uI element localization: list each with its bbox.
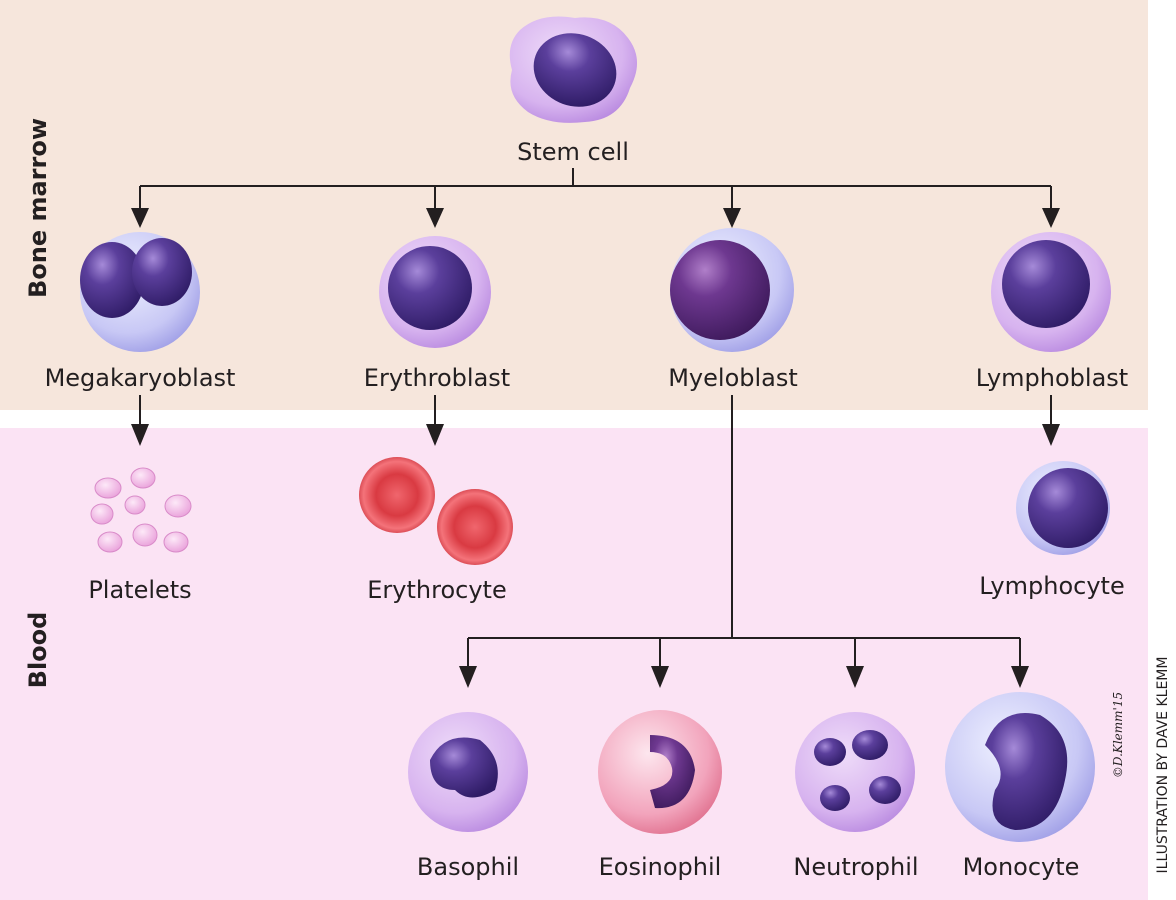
myeloblast-label: Myeloblast <box>668 364 798 392</box>
basophil-illustration <box>408 712 528 832</box>
eosinophil-illustration <box>598 710 722 834</box>
megakaryoblast-illustration <box>80 232 200 352</box>
monocyte-label: Monocyte <box>963 853 1080 881</box>
monocyte-illustration <box>945 692 1095 842</box>
lymphoblast-illustration <box>991 232 1111 352</box>
lymphocyte-label: Lymphocyte <box>979 572 1124 600</box>
eosinophil-label: Eosinophil <box>599 853 722 881</box>
erythroblast-label: Erythroblast <box>364 364 510 392</box>
lymphocyte-illustration <box>1016 461 1110 555</box>
erythrocyte-label: Erythrocyte <box>367 576 506 604</box>
platelets-label: Platelets <box>88 576 191 604</box>
platelets-illustration <box>90 467 192 553</box>
lymphoblast-label: Lymphoblast <box>976 364 1128 392</box>
stem-cell-illustration <box>509 16 638 123</box>
basophil-label: Basophil <box>417 853 519 881</box>
neutrophil-illustration <box>795 712 915 832</box>
neutrophil-label: Neutrophil <box>793 853 918 881</box>
erythrocyte-illustration <box>359 457 513 565</box>
erythroblast-illustration <box>379 236 491 348</box>
megakaryoblast-label: Megakaryoblast <box>45 364 236 392</box>
stem-cell-label: Stem cell <box>517 138 629 166</box>
illustration-credit: ILLUSTRATION BY DAVE KLEMM <box>1155 657 1171 874</box>
lineage-arrows <box>131 168 1060 688</box>
artist-signature: ©D.Klemm'15 <box>1111 692 1125 778</box>
myeloblast-illustration <box>670 228 794 352</box>
blood-label: Blood <box>24 612 52 689</box>
bone-marrow-label: Bone marrow <box>24 118 52 298</box>
